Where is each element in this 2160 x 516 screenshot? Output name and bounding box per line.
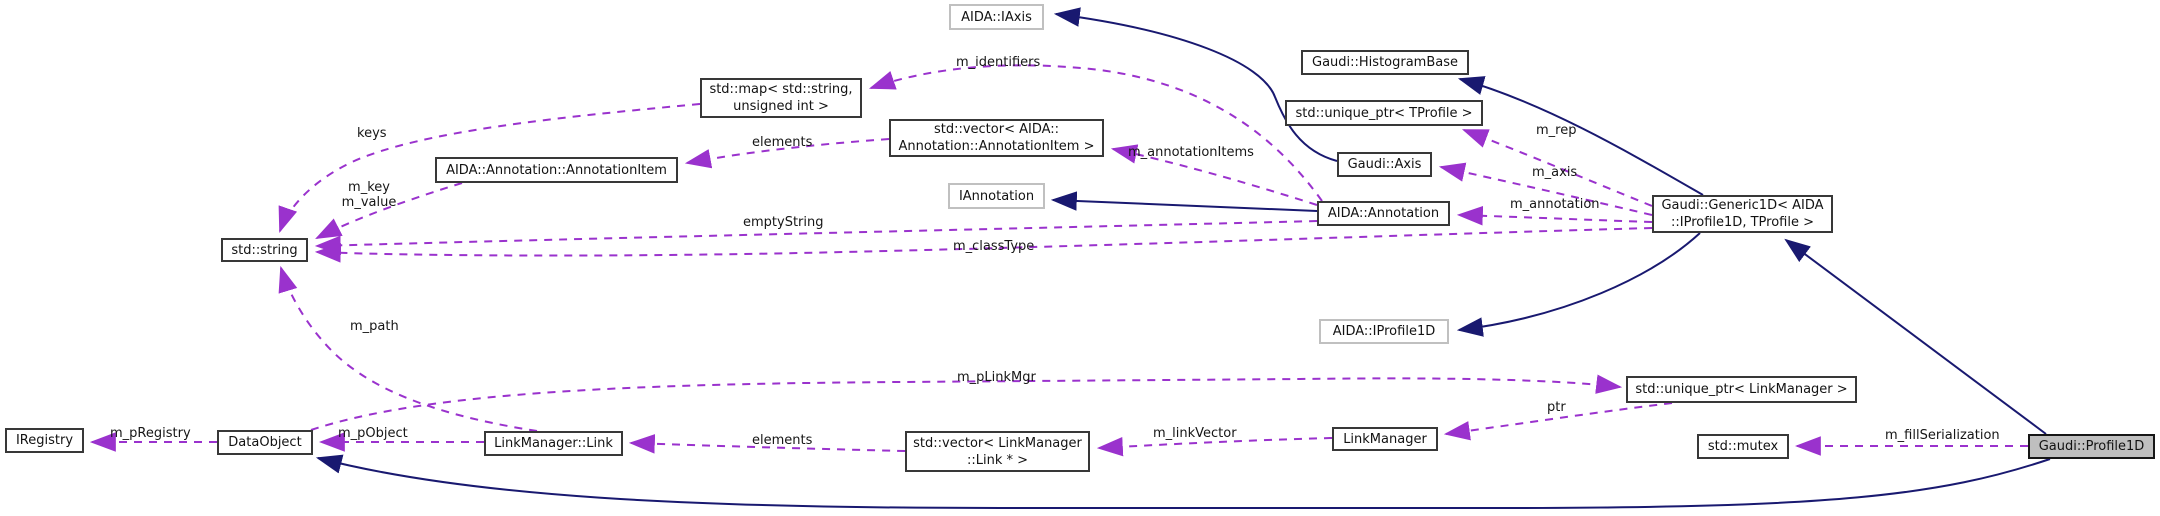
edge-label-m_pLinkMgr: m_pLinkMgr — [957, 370, 1036, 385]
node-iannotation[interactable]: IAnnotation — [948, 183, 1045, 209]
edge-label-line: m_linkVector — [1153, 426, 1237, 441]
node-aida-annotation-annotationitem[interactable]: AIDA::Annotation::AnnotationItem — [435, 157, 678, 183]
edge-label-m_annotationItems: m_annotationItems — [1128, 145, 1254, 160]
edge-aida-annotation-to-std-vector-annotationitem — [1110, 144, 1318, 206]
node-label-line: Gaudi::Axis — [1347, 157, 1422, 172]
edge-label-elements_top: elements — [752, 135, 812, 150]
edge-label-m_identifiers: m_identifiers — [956, 55, 1040, 70]
edge-label-keys: keys — [357, 126, 387, 141]
node-std-map[interactable]: std::map< std::string,unsigned int > — [700, 78, 862, 118]
edge-gaudi-generic1d-to-aida-annotation — [1456, 206, 1653, 226]
edge-label-m_classType: m_classType — [953, 239, 1034, 254]
node-label-line: AIDA::Annotation::AnnotationItem — [446, 162, 667, 178]
edge-aida-annotation-to-std-string — [314, 220, 1318, 256]
node-label-line: std::string — [231, 242, 298, 258]
edge-label-elements_bottom: elements — [752, 433, 812, 448]
node-std-string[interactable]: std::string — [221, 238, 308, 262]
edge-label-m_rep: m_rep — [1536, 123, 1576, 138]
node-gaudi-histogrambase[interactable]: Gaudi::HistogramBase — [1301, 50, 1469, 75]
node-label-line: Annotation::AnnotationItem > — [898, 139, 1095, 154]
edge-label-m_axis: m_axis — [1532, 165, 1577, 180]
node-label-line: ::Link * > — [966, 452, 1029, 468]
node-std-unique-ptr-linkmanager[interactable]: std::unique_ptr< LinkManager > — [1626, 376, 1857, 403]
edge-label-line: m_value — [341, 195, 397, 210]
node-std-mutex[interactable]: std::mutex — [1697, 434, 1789, 459]
edge-label-line: m_pRegistry — [110, 426, 191, 441]
edge-std-vector-link-to-linkmanager-link — [628, 434, 906, 454]
node-label-line: DataObject — [228, 435, 302, 450]
edge-linkmanager-link-to-std-string — [278, 265, 538, 432]
edge-gaudi-generic1d-to-std-string — [314, 227, 1653, 263]
node-dataobject[interactable]: DataObject — [217, 430, 313, 455]
node-label-line: std::vector< AIDA:: — [933, 122, 1060, 137]
edge-label-line: m_pLinkMgr — [957, 370, 1036, 385]
edge-label-line: m_identifiers — [956, 55, 1041, 70]
edge-label-line: m_annotationItems — [1128, 145, 1254, 160]
node-label-line: IAnnotation — [958, 188, 1035, 204]
node-gaudi-profile1d[interactable]: Gaudi::Profile1D — [2028, 434, 2155, 459]
edge-label-line: m_axis — [1532, 165, 1578, 180]
edges-group — [89, 7, 2051, 509]
node-label-line: LinkManager — [1343, 431, 1427, 447]
node-label-line: std::vector< LinkManager — [913, 435, 1082, 451]
node-label-line: unsigned int > — [733, 99, 829, 114]
edge-label-line: elements — [752, 433, 813, 448]
node-linkmanager-link[interactable]: LinkManager::Link — [484, 431, 623, 456]
node-label-line: AIDA::IAxis — [961, 9, 1032, 25]
edge-label-line: emptyString — [743, 215, 824, 230]
node-aida-annotation[interactable]: AIDA::Annotation — [1317, 201, 1450, 226]
node-label-line: std::unique_ptr< LinkManager > — [1635, 382, 1848, 397]
node-label-line: ::IProfile1D, TProfile > — [1671, 215, 1814, 230]
edge-label-m_path: m_path — [350, 319, 399, 334]
edge-dataobject-to-std-unique-ptr-linkmanager — [310, 374, 1623, 431]
edge-label-line: m_fillSerialization — [1885, 428, 2000, 443]
node-aida-iprofile1d[interactable]: AIDA::IProfile1D — [1319, 319, 1449, 344]
node-label-line: LinkManager::Link — [494, 436, 613, 451]
edge-gaudi-profile1d-to-dataobject — [315, 454, 2051, 509]
edge-label-line: m_pObject — [338, 426, 408, 441]
node-label-line: IRegistry — [15, 433, 74, 448]
node-label-line: Gaudi::Profile1D — [2038, 439, 2145, 454]
edge-gaudi-axis-to-aida-iaxis — [1053, 7, 1338, 162]
edge-label-m_annotation: m_annotation — [1510, 197, 1600, 212]
edge-label-line: m_path — [350, 319, 399, 334]
edge-label-line: m_annotation — [1510, 197, 1600, 212]
node-label-line: std::unique_ptr< TProfile > — [1295, 105, 1473, 121]
node-label-line: std::mutex — [1707, 439, 1779, 454]
edge-label-m_pObject: m_pObject — [338, 426, 408, 441]
edge-aida-annotation-to-iannotation — [1050, 191, 1318, 212]
edge-gaudi-profile1d-to-gaudi-generic1d — [1784, 238, 2047, 435]
edge-label-line: elements — [752, 135, 813, 150]
edge-label-line: m_rep — [1536, 123, 1577, 138]
edge-label-m_fillSerialization: m_fillSerialization — [1885, 428, 2000, 443]
node-iregistry[interactable]: IRegistry — [5, 428, 84, 453]
edge-label-m_linkVector: m_linkVector — [1153, 426, 1237, 441]
edge-aida-annotation-annotationitem-to-std-string — [315, 182, 463, 239]
node-label-line: AIDA::Annotation — [1327, 206, 1440, 221]
edge-label-line: keys — [357, 126, 387, 141]
node-std-vector-link[interactable]: std::vector< LinkManager::Link * > — [905, 431, 1090, 472]
node-std-unique-ptr-tprofile[interactable]: std::unique_ptr< TProfile > — [1285, 100, 1483, 126]
node-gaudi-axis[interactable]: Gaudi::Axis — [1337, 152, 1432, 177]
node-linkmanager[interactable]: LinkManager — [1332, 427, 1438, 451]
edge-label-emptyString: emptyString — [743, 215, 824, 230]
edge-aida-annotation-to-std-map — [868, 64, 1323, 202]
node-label-line: Gaudi::HistogramBase — [1312, 55, 1458, 70]
edge-gaudi-generic1d-to-gaudi-histogrambase — [1457, 76, 1704, 196]
edge-label-m_pRegistry: m_pRegistry — [110, 426, 191, 441]
node-std-vector-annotationitem[interactable]: std::vector< AIDA::Annotation::Annotatio… — [889, 119, 1104, 157]
edge-label-line: m_key — [348, 180, 390, 195]
node-label-line: Gaudi::Generic1D< AIDA — [1661, 198, 1824, 213]
edge-gaudi-generic1d-to-aida-iprofile1d — [1456, 232, 1701, 337]
edge-std-unique-ptr-linkmanager-to-linkmanager — [1443, 402, 1673, 441]
node-label-line: std::map< std::string, — [709, 82, 853, 97]
edge-label-ptr: ptr — [1547, 400, 1566, 415]
node-label-line: AIDA::IProfile1D — [1332, 324, 1436, 339]
node-gaudi-generic1d[interactable]: Gaudi::Generic1D< AIDA::IProfile1D, TPro… — [1652, 195, 1833, 233]
edge-label-line: m_classType — [953, 239, 1035, 254]
node-aida-iaxis[interactable]: AIDA::IAxis — [949, 4, 1044, 30]
edge-label-line: ptr — [1547, 400, 1566, 415]
